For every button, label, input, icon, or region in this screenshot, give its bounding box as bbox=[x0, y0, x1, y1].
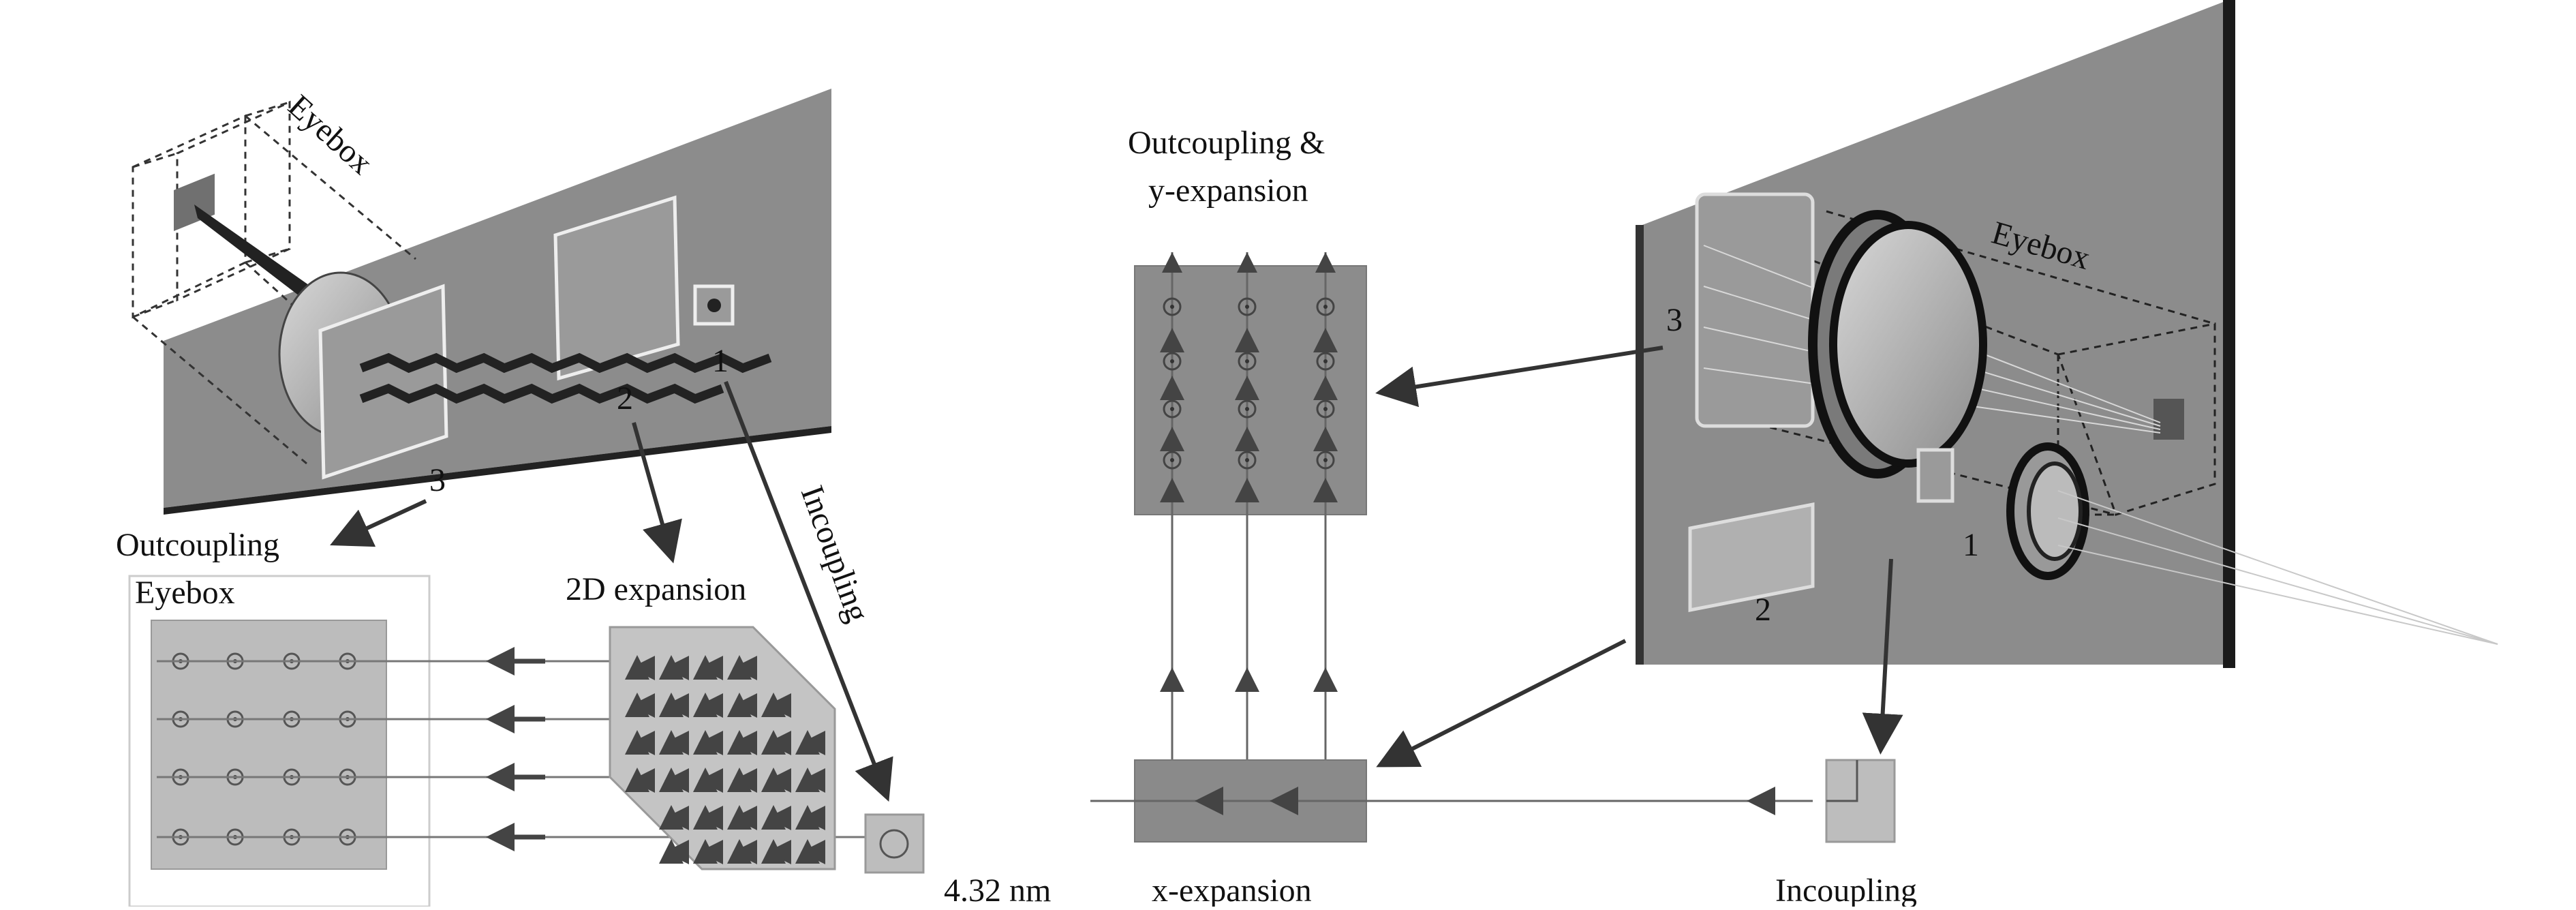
left-label-1: 1 bbox=[712, 343, 729, 379]
outcoupling-dot-center bbox=[1170, 305, 1174, 309]
outcoupling-dot-center bbox=[1323, 407, 1328, 411]
outcoupling-dot-center bbox=[1170, 407, 1174, 411]
left-label-2: 2 bbox=[617, 380, 633, 416]
right-arrow-incoupling bbox=[1862, 558, 1903, 755]
right-eyebox-square bbox=[2153, 399, 2184, 440]
outcoupling-dot-center bbox=[1245, 359, 1249, 363]
outcoupling-dot-center bbox=[1323, 359, 1328, 363]
middle-vertical-rays bbox=[1160, 252, 1338, 801]
outcoupling-dot bbox=[1238, 451, 1257, 470]
outcoupling-dot-center bbox=[1245, 305, 1249, 309]
right-arrow-outcoupling bbox=[1375, 346, 1663, 408]
middle-outcoupling-line2: y-expansion bbox=[1148, 172, 1308, 209]
right-projector-rays bbox=[2057, 490, 2498, 645]
left-2d-expansion-label: 2D expansion bbox=[566, 571, 746, 607]
right-plate-group bbox=[1636, 0, 2498, 668]
outcoupling-dot bbox=[1163, 297, 1182, 316]
outcoupling-dot-center bbox=[1170, 458, 1174, 462]
right-label-2: 2 bbox=[1755, 592, 1771, 628]
outcoupling-dot bbox=[1163, 451, 1182, 470]
left-eye-rays bbox=[194, 204, 320, 307]
right-plate-edge-right bbox=[2223, 0, 2235, 668]
outcoupling-dot bbox=[1238, 399, 1257, 419]
middle-outcoupling-panel bbox=[1134, 265, 1367, 515]
left-2d-expansion-panel bbox=[609, 626, 836, 870]
right-expansion-grating bbox=[1688, 502, 1815, 613]
left-arrow-incoupling bbox=[724, 380, 893, 802]
right-arrow-x-expansion bbox=[1376, 639, 1627, 768]
left-plate-edge bbox=[164, 426, 831, 515]
left-2d-expansion-arrows bbox=[625, 655, 825, 864]
right-projector-lens-inner bbox=[2027, 461, 2083, 561]
outcoupling-dot bbox=[1163, 399, 1182, 419]
outcoupling-dot bbox=[1163, 352, 1182, 371]
left-label-3: 3 bbox=[429, 462, 446, 498]
right-incoupling-label: Incoupling bbox=[1775, 873, 1917, 907]
outcoupling-dot bbox=[1316, 352, 1335, 371]
outcoupling-dot-center bbox=[1170, 359, 1174, 363]
outcoupling-dot-center bbox=[1323, 458, 1328, 462]
left-plate-group bbox=[132, 89, 831, 515]
right-incoupler-grating bbox=[1916, 448, 1954, 503]
left-outcoupling-label: Outcoupling bbox=[116, 527, 279, 563]
middle-outcoupling-line1: Outcoupling & bbox=[1128, 125, 1325, 161]
left-zigzag-beams bbox=[359, 352, 772, 404]
left-outcoupler-grating bbox=[318, 284, 448, 480]
outcoupling-dot bbox=[1238, 352, 1257, 371]
right-label-1: 1 bbox=[1963, 527, 1979, 563]
left-incoupling-panel bbox=[864, 813, 925, 874]
left-eyebox-label: Eyebox bbox=[281, 88, 380, 181]
outcoupling-dot bbox=[1316, 399, 1335, 419]
outcoupling-dot bbox=[1238, 297, 1257, 316]
middle-x-expansion-label: x-expansion bbox=[1152, 873, 1312, 907]
outcoupling-dot bbox=[1316, 451, 1335, 470]
outcoupling-dot bbox=[1316, 297, 1335, 316]
outcoupling-dot-center bbox=[1245, 458, 1249, 462]
left-measurement-label: 4.32 nm bbox=[944, 873, 1051, 907]
left-expansion-grating bbox=[553, 195, 680, 381]
left-arrow-outcoupling bbox=[330, 499, 427, 547]
right-label-3: 3 bbox=[1666, 302, 1683, 338]
left-incoupling-label: Incoupling bbox=[794, 481, 876, 627]
outcoupling-dot-center bbox=[1323, 305, 1328, 309]
left-incoupler-dot bbox=[707, 299, 721, 312]
right-plate-edge-left bbox=[1636, 225, 1644, 665]
right-incoupling-corner bbox=[1826, 760, 1858, 802]
left-arrow-expansion bbox=[632, 422, 682, 564]
right-lens bbox=[1829, 221, 1987, 468]
left-incoupling-spot bbox=[879, 829, 909, 859]
outcoupling-dot-center bbox=[1245, 407, 1249, 411]
right-outcoupler-grating bbox=[1695, 192, 1815, 428]
left-eyebox-panel-label: Eyebox bbox=[135, 575, 235, 611]
